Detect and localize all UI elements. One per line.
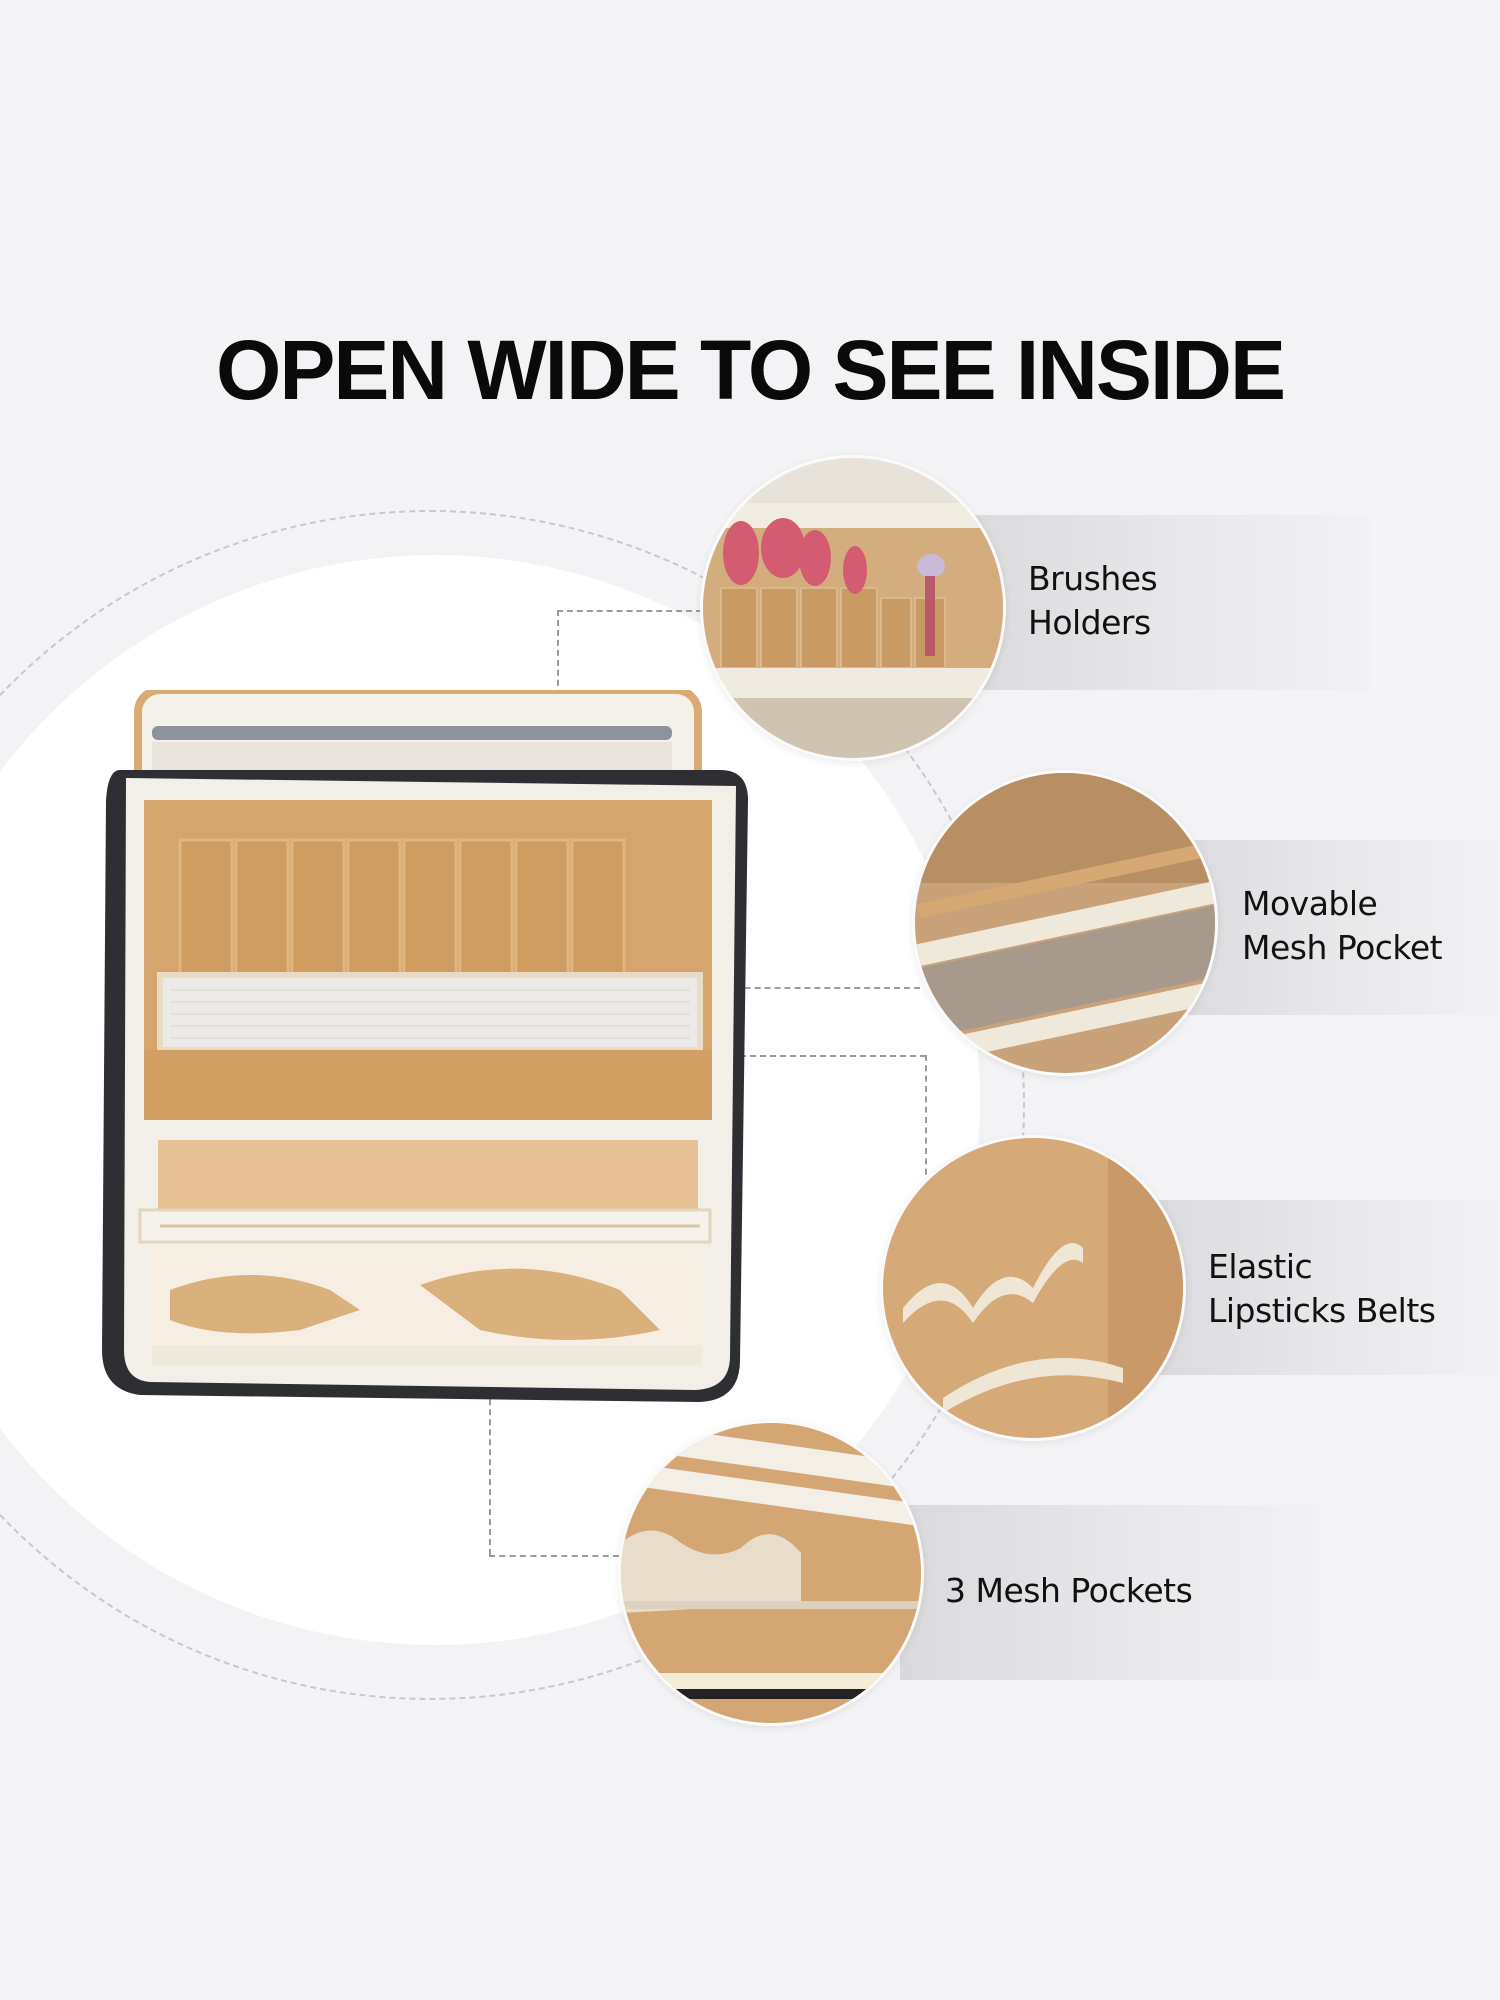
connector-3-mesh-h bbox=[489, 1555, 619, 1557]
feature-image-lipstick-belts bbox=[880, 1135, 1186, 1441]
feature-image-mesh-pocket bbox=[912, 770, 1218, 1076]
open-makeup-bag-image bbox=[100, 686, 760, 1410]
page-title: OPEN WIDE TO SEE INSIDE bbox=[216, 323, 1286, 417]
feature-band-lipstick-belts: Elastic Lipsticks Belts bbox=[1140, 1200, 1500, 1375]
elastic-belt-icon bbox=[883, 1138, 1183, 1438]
connector-lipstick-h bbox=[700, 1055, 926, 1057]
makeup-bag-icon bbox=[102, 686, 748, 1402]
makeup-brushes-icon bbox=[703, 458, 1003, 758]
feature-label-brushes: Brushes Holders bbox=[1028, 559, 1158, 642]
feature-band-brushes: Brushes Holders bbox=[960, 515, 1370, 690]
connector-brushes-h bbox=[557, 610, 702, 612]
mesh-pockets-icon bbox=[621, 1423, 921, 1723]
feature-label-mesh-pocket: Movable Mesh Pocket bbox=[1242, 884, 1443, 967]
feature-label-3-mesh-pockets: 3 Mesh Pockets bbox=[945, 1571, 1193, 1610]
feature-image-3-mesh-pockets bbox=[618, 1420, 924, 1726]
connector-lipstick-v bbox=[925, 1055, 927, 1185]
mesh-pocket-icon bbox=[915, 773, 1215, 1073]
feature-image-brushes bbox=[700, 455, 1006, 761]
feature-label-lipstick-belts: Elastic Lipsticks Belts bbox=[1208, 1247, 1436, 1330]
feature-band-3-mesh-pockets: 3 Mesh Pockets bbox=[900, 1505, 1320, 1680]
connector-mesh-pocket bbox=[645, 987, 920, 989]
